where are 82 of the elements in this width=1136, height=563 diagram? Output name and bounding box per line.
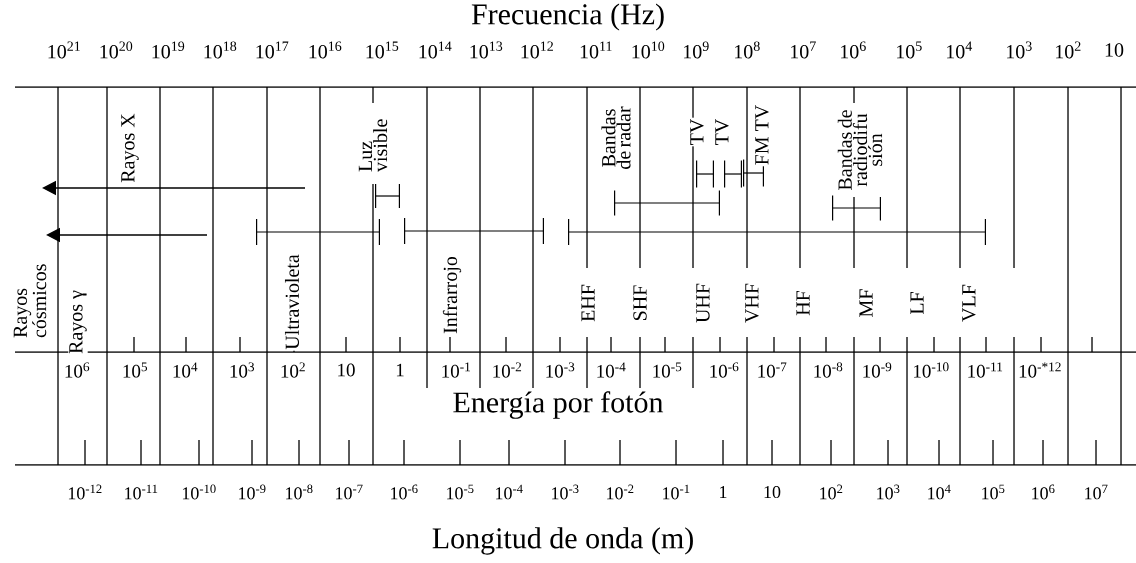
axis-title: Energía por fotón [451, 390, 665, 420]
tick-label: 10$^{16}$ [306, 40, 344, 60]
tick-label: 10$^{8}$ [732, 40, 762, 60]
tick-label: 10$^{-3}$ [549, 483, 581, 501]
band-label: Infrarrojo [441, 255, 463, 335]
tick-label: 10$^{9}$ [681, 40, 711, 60]
tick-label: 10$^{-7}$ [333, 483, 365, 501]
tick-label: 10$^{-5}$ [650, 361, 684, 379]
tick-label: 10$^{13}$ [467, 40, 505, 60]
band-label: VLF [961, 283, 977, 323]
band-label: Ultravioleta [283, 253, 301, 351]
tick-label: 10$^{20}$ [97, 40, 135, 60]
tick-label: 10$^{5}$ [979, 483, 1007, 501]
tick-label: 10$^{19}$ [149, 40, 187, 60]
tick-label: 10$^{3}$ [227, 361, 257, 379]
tick-label: 10$^{17}$ [253, 40, 291, 60]
tick-label: 10$^{14}$ [416, 40, 454, 60]
band-label: SHF [632, 283, 648, 323]
tick-label: 10$^{6}$ [62, 361, 92, 379]
tick-label: 10 [1103, 42, 1125, 58]
band-label: Bandas de radar [600, 91, 632, 185]
band-label: Luz visible [357, 107, 389, 173]
tick-label: 1 [394, 362, 406, 378]
tick-label: 10$^{4}$ [944, 40, 974, 60]
tick-label: 10$^{21}$ [45, 40, 83, 60]
tick-label: 10$^{-9}$ [236, 483, 268, 501]
tick-label: 10$^{-10}$ [180, 483, 218, 501]
band-label: FM TV [754, 103, 770, 167]
tick-label: 10$^{4}$ [925, 483, 953, 501]
tick-label: 10$^{-10}$ [911, 361, 951, 379]
tick-label: 10$^{3}$ [874, 483, 902, 501]
tick-label: 10$^{18}$ [201, 40, 239, 60]
tick-label: 10$^{5}$ [894, 40, 924, 60]
tick-label: 10$^{-8}$ [283, 483, 315, 501]
tick-label: 10 [762, 484, 782, 500]
tick-label: 10$^{4}$ [170, 361, 200, 379]
band-label: TV [714, 117, 730, 147]
tick-label: 10$^{-4}$ [493, 483, 525, 501]
tick-label: 10$^{-4}$ [594, 361, 628, 379]
tick-label: 10 [335, 362, 357, 378]
tick-label: 10$^{7}$ [788, 40, 818, 60]
tick-label: 10$^{-2}$ [604, 483, 636, 501]
tick-label: 10$^{-2}$ [490, 361, 524, 379]
tick-label: 10$^{-1}$ [439, 361, 473, 379]
tick-label: 10$^{-*12}$ [1017, 361, 1063, 379]
tick-label: 10$^{-8}$ [811, 361, 845, 379]
band-label: MF [858, 287, 874, 319]
band-label: Rayos cósmicos [12, 257, 48, 339]
band-label: LF [909, 290, 925, 316]
tick-label: 10$^{2}$ [817, 483, 845, 501]
tick-label: 10$^{3}$ [1004, 40, 1034, 60]
tick-label: 10$^{6}$ [1029, 483, 1057, 501]
band-label: VHF [744, 282, 760, 324]
tick-label: 10$^{6}$ [838, 40, 868, 60]
tick-label: 1 [717, 485, 729, 499]
band-label: TV [689, 117, 705, 147]
tick-label: 10$^{5}$ [120, 361, 150, 379]
tick-label: 10$^{2}$ [278, 361, 308, 379]
tick-label: 10$^{-6}$ [388, 483, 420, 501]
band-label: Rayos X [120, 112, 140, 184]
tick-label: 10$^{-11}$ [122, 483, 160, 501]
axis-title: Longitud de onda (m) [430, 526, 696, 556]
tick-label: 10$^{-12}$ [66, 483, 104, 501]
band-label: EHF [580, 283, 596, 323]
tick-label: 10$^{-9}$ [860, 361, 894, 379]
tick-label: 10$^{-7}$ [755, 361, 789, 379]
tick-label: 10$^{11}$ [578, 40, 614, 60]
tick-label: 10$^{-11}$ [965, 361, 1005, 379]
tick-label: 10$^{2}$ [1053, 40, 1083, 60]
band-label: HF [795, 289, 811, 317]
tick-label: 10$^{15}$ [363, 40, 401, 60]
tick-label: 10$^{-6}$ [707, 361, 741, 379]
band-label: UHF [695, 282, 711, 324]
tick-label: 10$^{12}$ [518, 40, 556, 60]
axis-title: Frecuencia (Hz) [470, 2, 667, 32]
tick-label: 10$^{10}$ [629, 40, 667, 60]
tick-label: 10$^{-1}$ [660, 483, 692, 501]
tick-label: 10$^{-5}$ [444, 483, 476, 501]
tick-label: 10$^{7}$ [1082, 483, 1110, 501]
tick-label: 10$^{-3}$ [543, 361, 577, 379]
band-label: Rayos γ [68, 289, 88, 355]
band-label: Bandas de radiodifu sión [836, 103, 884, 197]
